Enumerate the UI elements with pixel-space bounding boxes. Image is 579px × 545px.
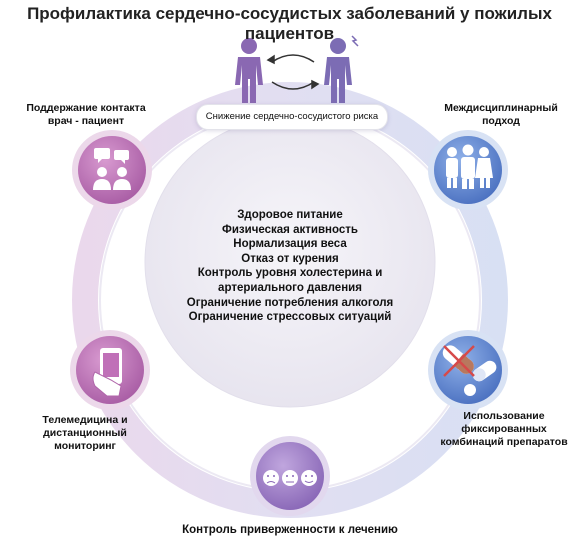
list-item: Здоровое питание xyxy=(237,209,343,221)
title-line-1: Профилактика сердечно-сосудистых заболев… xyxy=(27,4,552,23)
cycle-arrows-icon xyxy=(266,54,320,90)
list-item: Контроль уровня холестерина и xyxy=(197,267,383,280)
label-line: Использование xyxy=(463,410,545,422)
title-line-2: пациентов xyxy=(244,24,335,43)
healthy-person-icon xyxy=(235,38,263,103)
list-item: артериального давления xyxy=(218,281,362,294)
risk-reduction-label: Снижение сердечно-сосудистого риска xyxy=(196,104,388,130)
label-fixed-combinations: Использование фиксированных комбинаций п… xyxy=(434,410,574,449)
list-item: Ограничение стрессовых ситуаций xyxy=(188,311,392,324)
prevention-measures-list: Здоровое питание Физическая активность Н… xyxy=(150,208,430,325)
smartphone-hand-icon xyxy=(92,348,122,397)
label-line: врач - пациент xyxy=(47,115,125,127)
pills-icon xyxy=(442,345,497,396)
faces-icon xyxy=(263,470,317,486)
label-line: комбинаций препаратов xyxy=(440,436,568,448)
label-line: Междисциплинарный xyxy=(444,102,558,114)
label-doctor-patient-contact: Поддержание контакта врач - пациент xyxy=(16,102,156,128)
label-interdisciplinary-approach: Междисциплинарный подход xyxy=(436,102,566,128)
sick-person-icon xyxy=(324,35,359,103)
label-telemedicine: Телемедицина и дистанционный мониторинг xyxy=(30,414,140,453)
label-line: дистанционный xyxy=(43,427,127,439)
label-line: мониторинг xyxy=(54,440,116,452)
list-item: Ограничение потребления алкоголя xyxy=(186,296,394,309)
label-line: Поддержание контакта xyxy=(26,102,146,114)
chat-people-icon xyxy=(93,148,131,190)
label-adherence-control: Контроль приверженности к лечению xyxy=(182,524,398,536)
doctors-team-icon xyxy=(446,144,493,189)
label-line: фиксированных xyxy=(461,423,547,435)
diagram-title: Профилактика сердечно-сосудистых заболев… xyxy=(0,4,579,44)
list-item: Нормализация веса xyxy=(233,238,347,251)
list-item: Физическая активность xyxy=(222,223,358,236)
node-top-left xyxy=(72,130,152,210)
label-line: подход xyxy=(482,115,520,127)
list-item: Отказ от курения xyxy=(241,252,339,265)
label-line: Телемедицина и xyxy=(42,414,128,426)
